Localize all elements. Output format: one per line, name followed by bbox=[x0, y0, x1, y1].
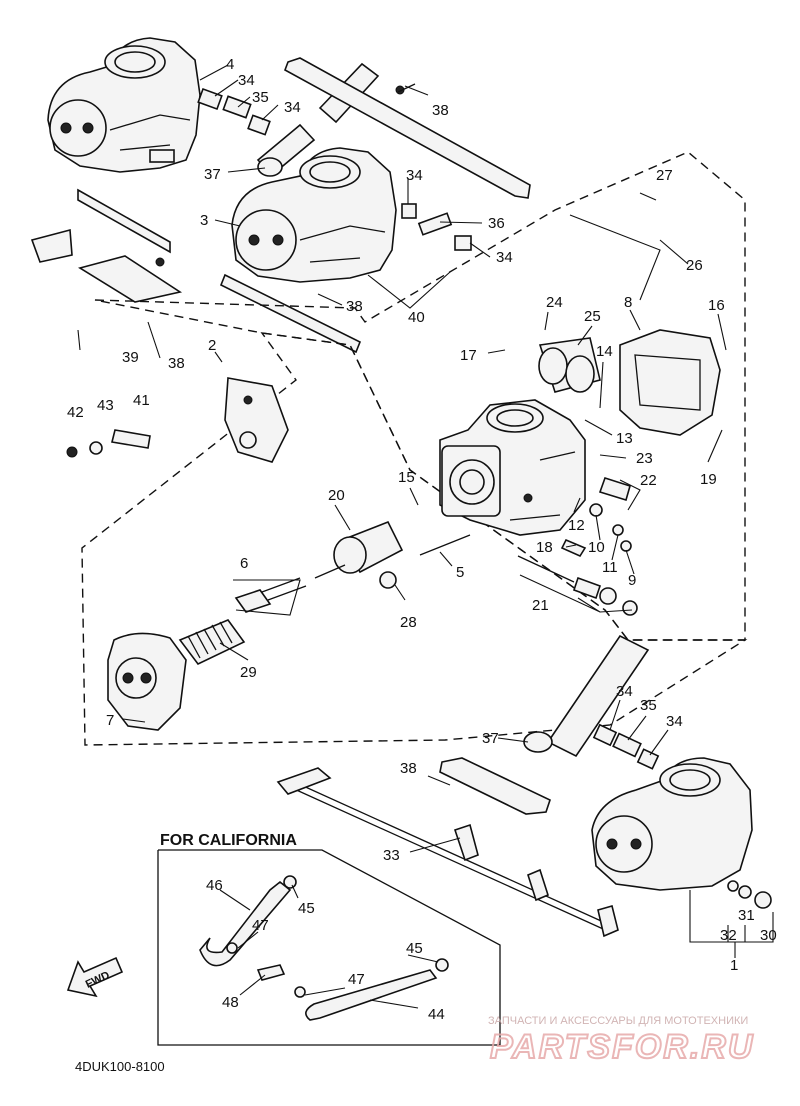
callout-21: 21 bbox=[532, 597, 549, 614]
callout-23: 23 bbox=[636, 450, 653, 467]
callout-38-d: 38 bbox=[400, 760, 417, 777]
callout-34-c: 34 bbox=[406, 167, 423, 184]
callout-4: 4 bbox=[226, 56, 234, 73]
callout-46: 46 bbox=[206, 877, 223, 894]
callout-41: 41 bbox=[133, 392, 150, 409]
callout-10: 10 bbox=[588, 539, 605, 556]
callout-45-a: 45 bbox=[298, 900, 315, 917]
callout-48: 48 bbox=[222, 994, 239, 1011]
callout-31: 31 bbox=[738, 907, 755, 924]
callout-36: 36 bbox=[488, 215, 505, 232]
callout-33: 33 bbox=[383, 847, 400, 864]
callout-16: 16 bbox=[708, 297, 725, 314]
callout-26: 26 bbox=[686, 257, 703, 274]
callout-47-a: 47 bbox=[252, 917, 269, 934]
callout-25: 25 bbox=[584, 308, 601, 325]
callout-11: 11 bbox=[602, 559, 618, 576]
callout-34-e: 34 bbox=[616, 683, 633, 700]
callout-34-d: 34 bbox=[496, 249, 513, 266]
callout-38-a: 38 bbox=[432, 102, 449, 119]
throttle-rod-33 bbox=[276, 757, 619, 938]
california-title: FOR CALIFORNIA bbox=[160, 832, 297, 849]
callout-39: 39 bbox=[122, 349, 139, 366]
callout-34-b: 34 bbox=[284, 99, 301, 116]
callout-40: 40 bbox=[408, 309, 425, 326]
callout-47-b: 47 bbox=[348, 971, 365, 988]
callout-38-c: 38 bbox=[168, 355, 185, 372]
fwd-arrow-icon: FWD bbox=[66, 956, 124, 998]
main-carburetor-body bbox=[439, 399, 586, 536]
callout-17: 17 bbox=[460, 347, 477, 364]
leader-lines bbox=[77, 64, 774, 1009]
callout-numbers: 1 2 3 4 5 6 7 8 9 10 11 12 13 14 15 16 1… bbox=[67, 56, 777, 1023]
carburetor-4-illustration bbox=[47, 37, 201, 173]
callout-43: 43 bbox=[97, 397, 114, 414]
watermark: ЗАПЧАСТИ И АКСЕССУАРЫ ДЛЯ МОТОТЕХНИКИ PA… bbox=[488, 1015, 754, 1067]
top-rail-bracket bbox=[284, 57, 531, 199]
watermark-tagline: ЗАПЧАСТИ И АКСЕССУАРЫ ДЛЯ МОТОТЕХНИКИ bbox=[488, 1015, 748, 1027]
carburetor-3-illustration bbox=[231, 147, 472, 283]
callout-29: 29 bbox=[240, 664, 257, 681]
bracket-41 bbox=[66, 377, 289, 463]
callout-34-a: 34 bbox=[238, 72, 255, 89]
callout-13: 13 bbox=[616, 430, 633, 447]
california-section bbox=[157, 849, 501, 1046]
callout-7: 7 bbox=[106, 712, 114, 729]
callout-19: 19 bbox=[700, 471, 717, 488]
callout-24: 24 bbox=[546, 294, 563, 311]
callout-15: 15 bbox=[398, 469, 415, 486]
jets bbox=[419, 477, 638, 616]
callout-35-a: 35 bbox=[252, 89, 269, 106]
callout-12: 12 bbox=[568, 517, 585, 534]
callout-42: 42 bbox=[67, 404, 84, 421]
carburetor-lower-right bbox=[523, 634, 772, 909]
left-bracket bbox=[30, 188, 183, 303]
callout-20: 20 bbox=[328, 487, 345, 504]
callout-22: 22 bbox=[640, 472, 657, 489]
callout-27: 27 bbox=[656, 167, 673, 184]
callout-3: 3 bbox=[200, 212, 208, 229]
callout-32: 32 bbox=[720, 927, 737, 944]
diagram-code: 4DUK100-8100 bbox=[75, 1059, 165, 1074]
callout-18: 18 bbox=[536, 539, 553, 556]
callout-9: 9 bbox=[628, 572, 636, 589]
frame-main-assembly bbox=[81, 332, 748, 746]
callout-2: 2 bbox=[208, 337, 216, 354]
piston-20 bbox=[234, 520, 404, 613]
callout-28: 28 bbox=[400, 614, 417, 631]
callout-45-b: 45 bbox=[406, 940, 423, 957]
callout-44: 44 bbox=[428, 1006, 445, 1023]
callout-8: 8 bbox=[624, 294, 632, 311]
callout-6: 6 bbox=[240, 555, 248, 572]
cover-and-spring bbox=[107, 329, 721, 731]
callout-5: 5 bbox=[456, 564, 464, 581]
callout-30: 30 bbox=[760, 927, 777, 944]
callout-37-a: 37 bbox=[204, 166, 221, 183]
callout-37-b: 37 bbox=[482, 730, 499, 747]
watermark-brand: PARTSFOR.RU bbox=[490, 1028, 754, 1066]
callout-1: 1 bbox=[730, 957, 738, 974]
callout-38-b: 38 bbox=[346, 298, 363, 315]
callout-14: 14 bbox=[596, 343, 613, 360]
link-strip bbox=[219, 273, 362, 354]
callout-34-f: 34 bbox=[666, 713, 683, 730]
callout-35-b: 35 bbox=[640, 697, 657, 714]
